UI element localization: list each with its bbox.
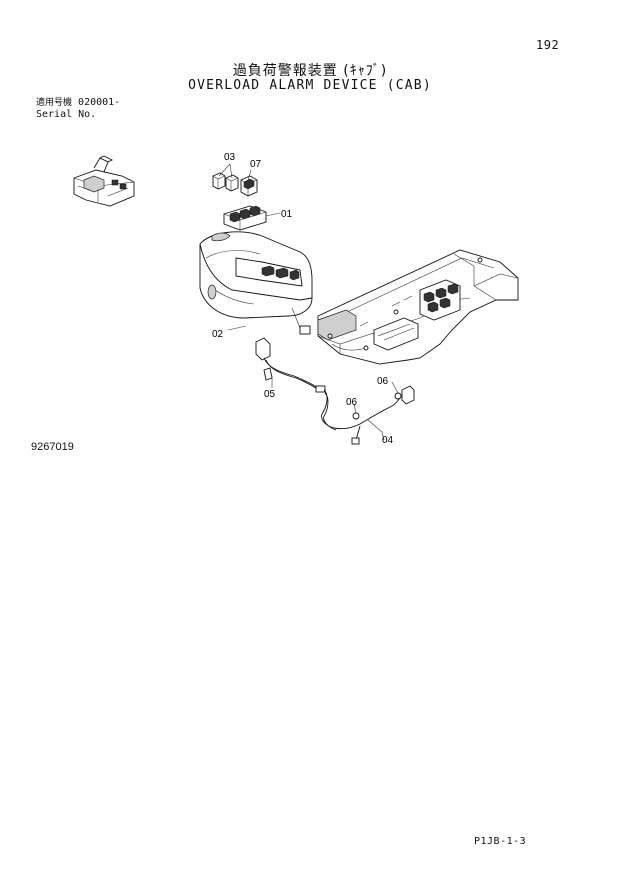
callout-05: 05 <box>264 389 276 400</box>
part-01-switch-panel <box>223 205 267 231</box>
cab-floor-frame <box>317 249 519 365</box>
callout-01: 01 <box>281 209 293 220</box>
serial-value: 020001- <box>78 97 121 108</box>
callout-06-upper: 06 <box>377 376 389 387</box>
serial-label-english: Serial No. <box>36 109 97 120</box>
serial-info: 適用号機 020001- Serial No. <box>36 97 120 120</box>
page-title-english: OVERLOAD ALARM DEVICE (CAB) <box>188 78 432 93</box>
page-code: P1JB-1-3 <box>474 836 527 847</box>
callout-03: 03 <box>224 152 236 163</box>
callout-04: 04 <box>382 435 394 446</box>
part-07-switch <box>240 175 258 197</box>
part-05-harness <box>255 337 326 393</box>
page-number: 192 <box>536 38 560 52</box>
leader-lines <box>218 163 399 441</box>
page-title-japanese: 過負荷警報装置 (ｷｬﾌﾞ) <box>232 63 388 79</box>
callout-06-lower: 06 <box>346 397 358 408</box>
drawing-number: 9267019 <box>31 441 74 453</box>
location-thumbnail <box>73 155 135 207</box>
part-04-harness <box>321 385 415 445</box>
part-02-console-box <box>199 231 313 335</box>
callout-07: 07 <box>250 159 262 170</box>
part-03-switch-knobs <box>212 172 239 192</box>
callout-02: 02 <box>212 329 224 340</box>
serial-label-japanese: 適用号機 <box>36 98 73 108</box>
part-06-clamps <box>352 392 402 420</box>
